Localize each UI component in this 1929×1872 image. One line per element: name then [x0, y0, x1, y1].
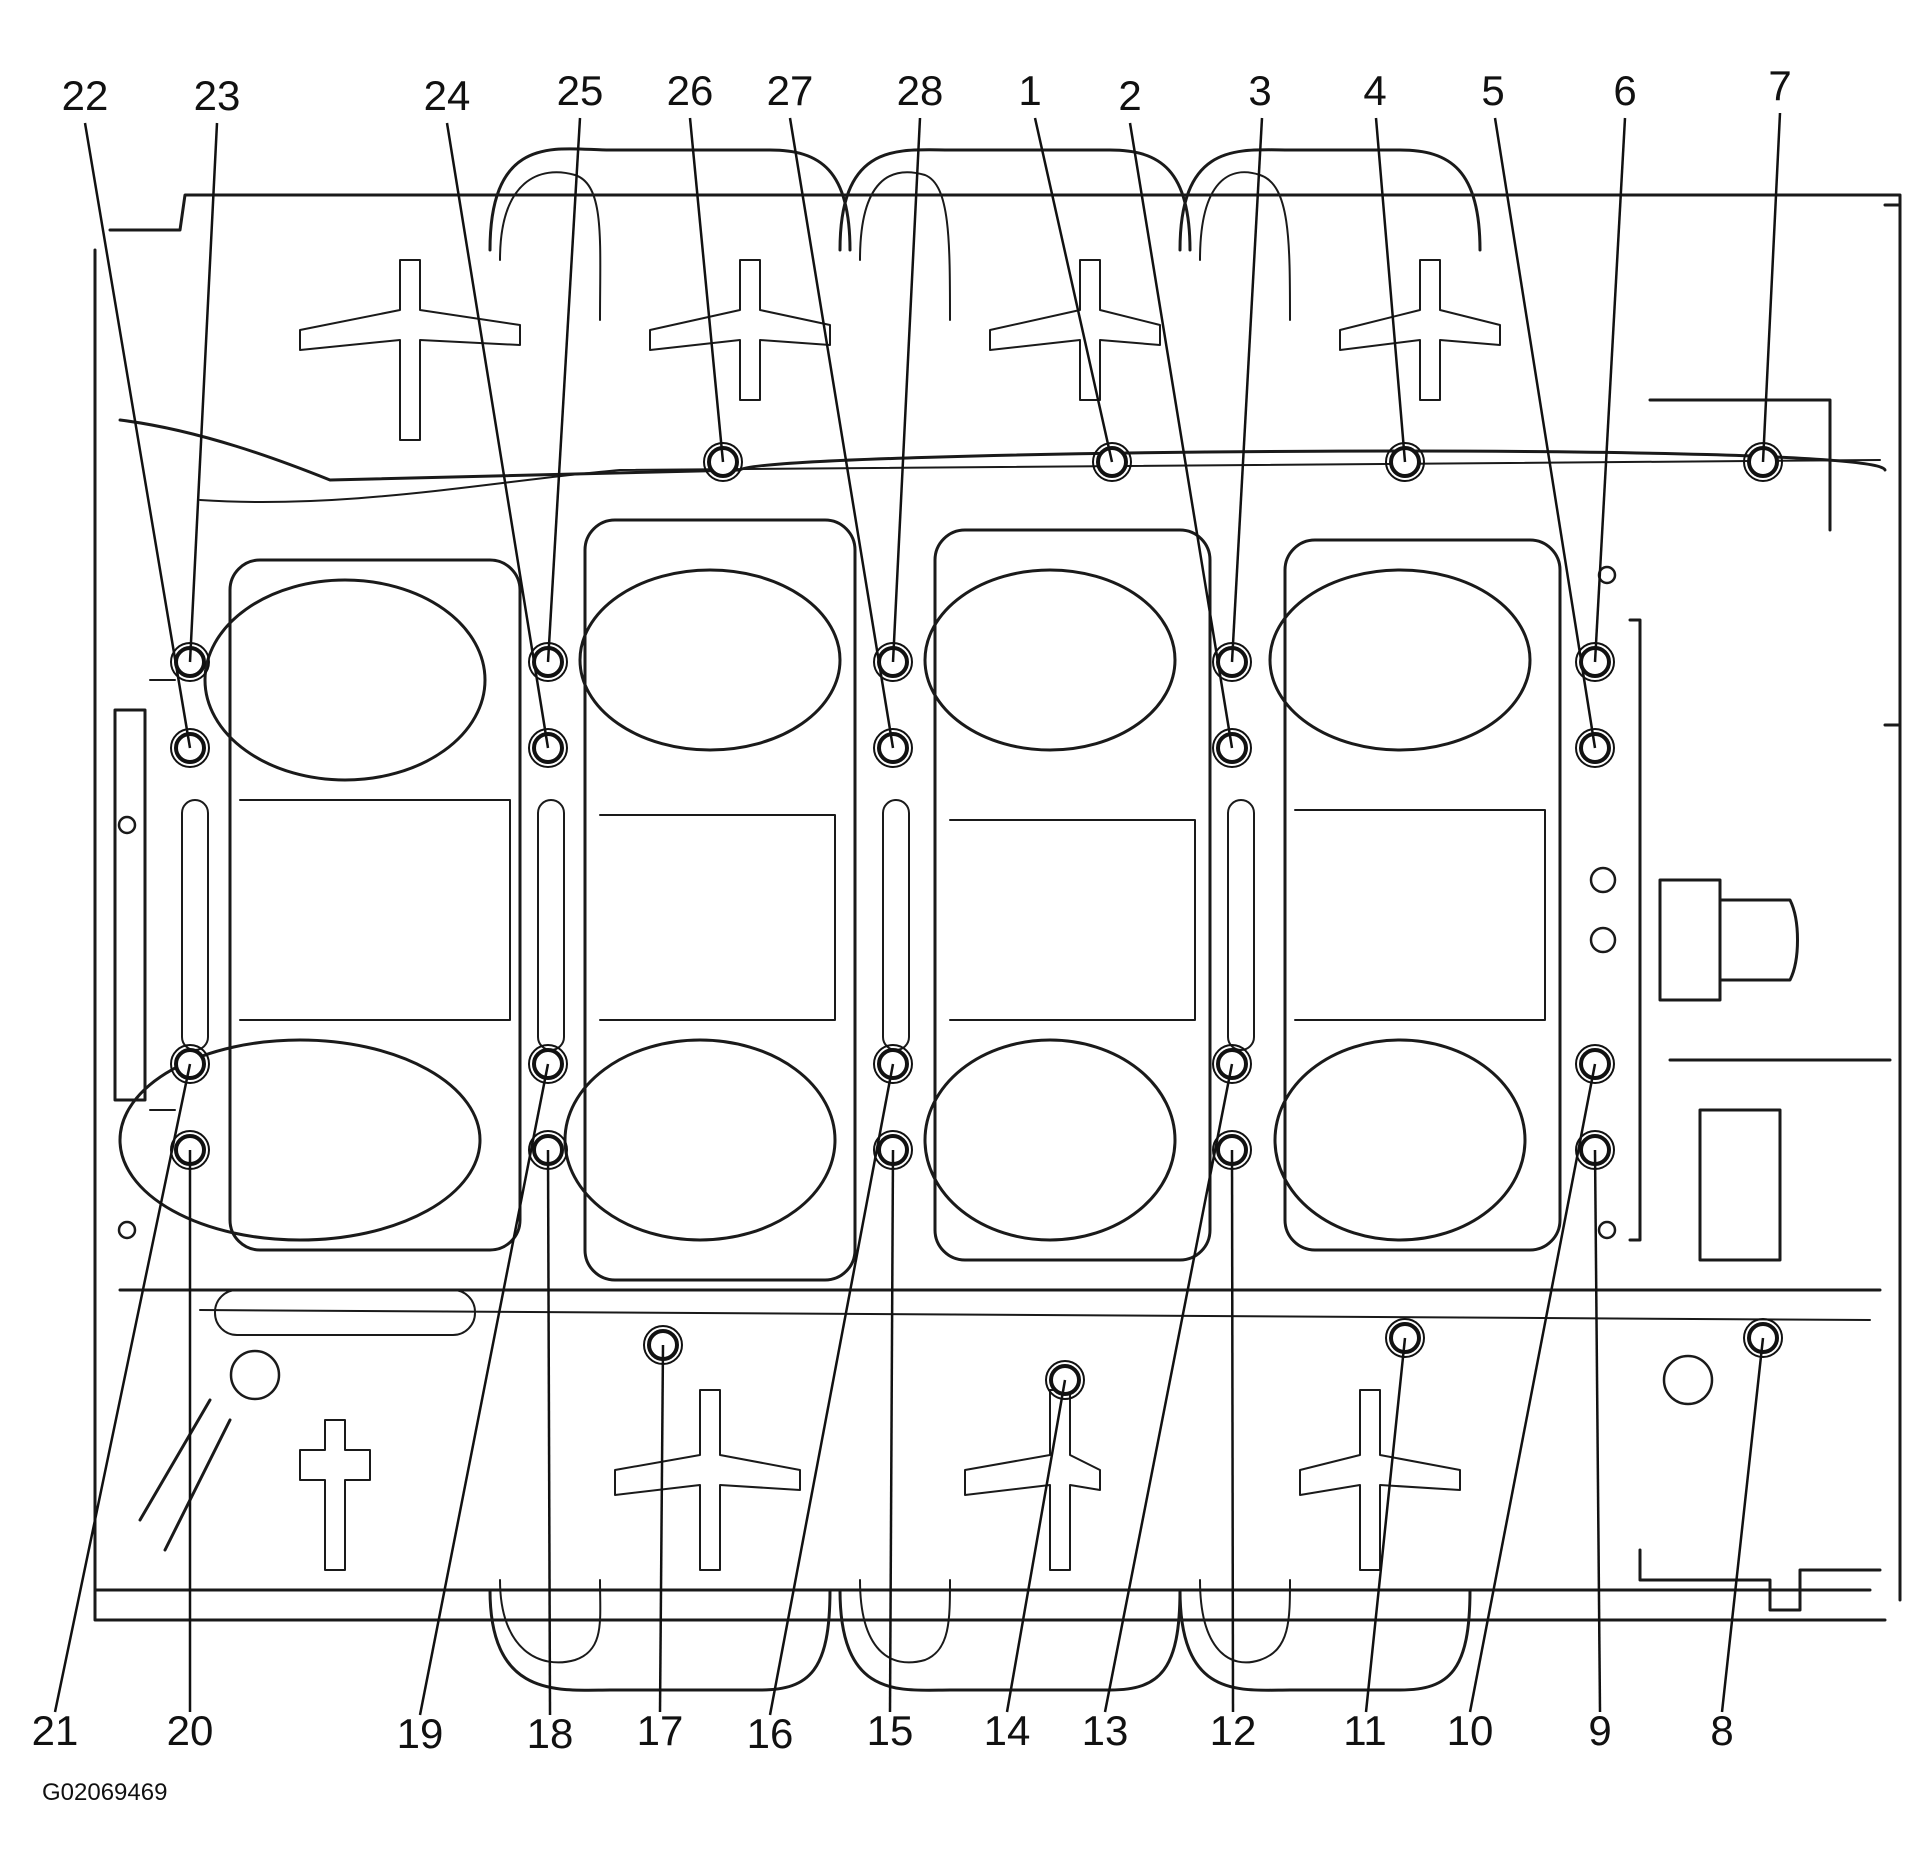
figure-id: G02069469 — [42, 1779, 167, 1806]
callout-label-23: 23 — [194, 72, 241, 119]
leader-line-28 — [891, 117, 922, 663]
callout-label-8: 8 — [1710, 1707, 1733, 1754]
leader-line-15 — [888, 1149, 895, 1713]
leader-line-19 — [418, 1063, 550, 1716]
leader-line-12 — [1230, 1149, 1235, 1713]
leader-line-18 — [546, 1149, 552, 1716]
bolt-hole-ring-16 — [873, 1044, 913, 1084]
callout-label-3: 3 — [1248, 67, 1271, 114]
callout-label-28: 28 — [897, 67, 944, 114]
engine-block-outline — [93, 147, 1902, 1692]
leader-line-10 — [1468, 1063, 1597, 1713]
leader-line-13 — [1103, 1063, 1234, 1713]
leader-line-2 — [1128, 122, 1234, 749]
bolt-hole-ring-8 — [1743, 1318, 1783, 1358]
callout-label-11: 11 — [1343, 1707, 1387, 1754]
leader-line-11 — [1364, 1337, 1407, 1713]
leader-line-layer — [53, 112, 1782, 1716]
callout-label-22: 22 — [62, 72, 109, 119]
bolt-hole-ring-24 — [528, 728, 568, 768]
callout-label-2: 2 — [1118, 72, 1141, 119]
bolt-hole-ring-21 — [170, 1044, 210, 1084]
leader-line-21 — [53, 1063, 192, 1713]
callout-label-18: 18 — [527, 1710, 574, 1757]
callout-label-24: 24 — [424, 72, 471, 119]
leader-line-1 — [1033, 117, 1114, 463]
leader-line-14 — [1005, 1379, 1067, 1713]
callout-label-25: 25 — [557, 67, 604, 114]
leader-line-4 — [1374, 117, 1407, 463]
leader-line-7 — [1761, 112, 1782, 463]
bolt-hole-ring-26 — [703, 442, 743, 482]
callout-label-26: 26 — [667, 67, 714, 114]
callout-label-12: 12 — [1210, 1707, 1257, 1754]
bolt-hole-ring-14 — [1045, 1360, 1085, 1400]
bolt-hole-ring-19 — [528, 1044, 568, 1084]
leader-line-5 — [1493, 117, 1597, 749]
callout-label-7: 7 — [1768, 62, 1791, 109]
callout-label-16: 16 — [747, 1710, 794, 1757]
callout-label-13: 13 — [1082, 1707, 1129, 1754]
leader-line-26 — [688, 117, 725, 463]
callout-label-15: 15 — [867, 1707, 914, 1754]
callout-label-4: 4 — [1363, 67, 1386, 114]
bolt-hole-ring-5 — [1575, 728, 1615, 768]
bolt-hole-ring-11 — [1385, 1318, 1425, 1358]
leader-line-16 — [768, 1063, 895, 1716]
leader-line-17 — [658, 1344, 665, 1713]
bolt-hole-ring-4 — [1385, 442, 1425, 482]
callout-label-21: 21 — [32, 1707, 79, 1754]
leader-line-6 — [1593, 117, 1627, 663]
callout-label-17: 17 — [637, 1707, 684, 1754]
leader-line-24 — [445, 122, 550, 749]
callout-label-1: 1 — [1018, 67, 1041, 114]
callout-label-27: 27 — [767, 67, 814, 114]
callout-label-10: 10 — [1447, 1707, 1494, 1754]
callout-label-5: 5 — [1481, 67, 1504, 114]
callout-label-6: 6 — [1613, 67, 1636, 114]
bolt-hole-ring-27 — [873, 728, 913, 768]
callout-label-19: 19 — [397, 1710, 444, 1757]
leader-line-27 — [788, 117, 895, 749]
leader-line-8 — [1720, 1337, 1765, 1713]
bolt-hole-ring-10 — [1575, 1044, 1615, 1084]
callout-label-9: 9 — [1588, 1707, 1611, 1754]
bolt-hole-ring-1 — [1092, 442, 1132, 482]
leader-line-9 — [1593, 1149, 1602, 1713]
leader-line-22 — [83, 122, 192, 749]
callout-label-20: 20 — [167, 1707, 214, 1754]
leader-line-25 — [546, 117, 582, 663]
callout-label-14: 14 — [984, 1707, 1031, 1754]
bolt-hole-ring-13 — [1212, 1044, 1252, 1084]
leader-line-3 — [1230, 117, 1264, 663]
bolt-hole-ring-22 — [170, 728, 210, 768]
leader-line-23 — [188, 122, 219, 663]
bolt-hole-ring-2 — [1212, 728, 1252, 768]
